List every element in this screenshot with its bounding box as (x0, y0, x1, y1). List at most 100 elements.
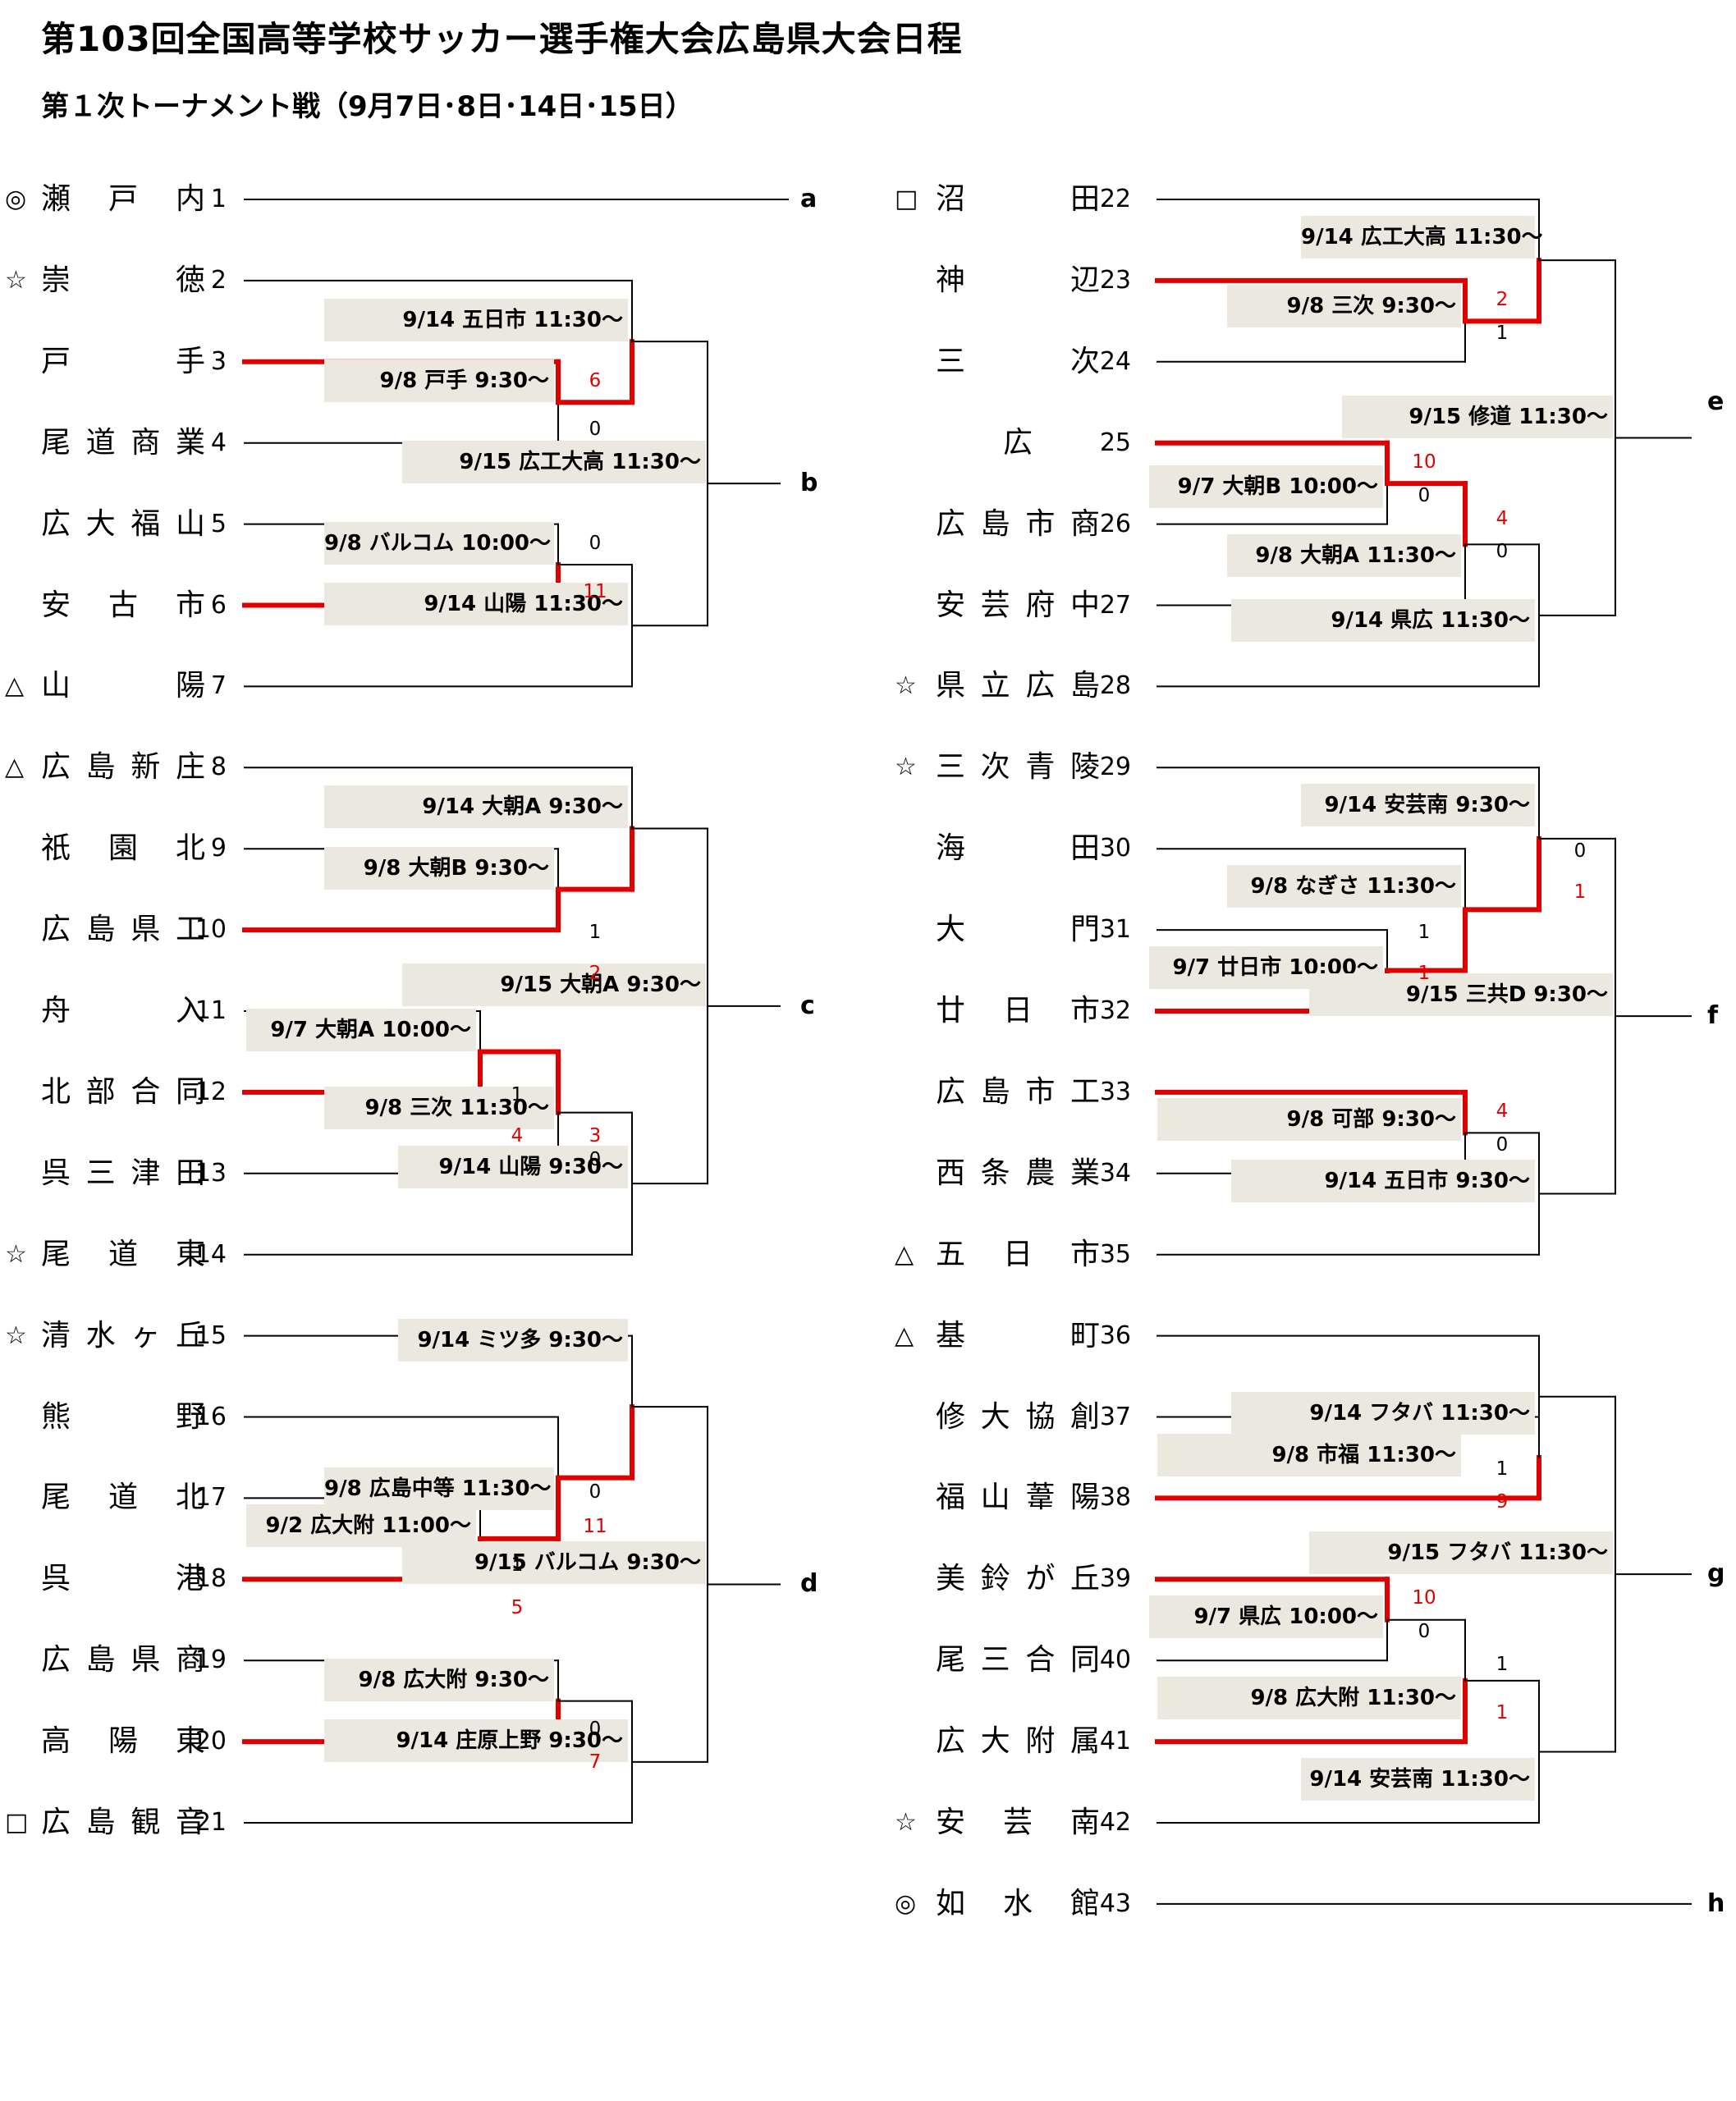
team-name: 安芸府中 (936, 588, 1100, 622)
team-name-char: 呉 (41, 1562, 71, 1596)
match-label: 9/14 五日市 11:30～ (324, 299, 628, 342)
match-label: 9/14 山陽 9:30～ (398, 1146, 628, 1189)
team-name: 神辺 (936, 263, 1100, 297)
team-mark: ☆ (5, 1321, 27, 1350)
team-name: 三次青陵 (936, 751, 1100, 784)
team-name-char: 大 (85, 506, 116, 541)
team-name-char: 五 (936, 1237, 966, 1271)
match-score: 1 (1573, 881, 1587, 904)
match-score: 0 (1573, 840, 1587, 863)
team-name: 西条農業 (936, 1156, 1100, 1190)
team-number: 25 (1099, 428, 1131, 457)
team-name: 尾道東 (41, 1238, 205, 1271)
team-number: 36 (1099, 1321, 1131, 1350)
team-name-char: 尾 (41, 1237, 71, 1271)
team-name: 福山葦陽 (936, 1481, 1100, 1514)
team-name-char: 次 (1070, 344, 1100, 378)
team-row (0, 1806, 1, 1839)
team-row (0, 1157, 1, 1190)
team-row (0, 995, 1, 1028)
team-number: 34 (1099, 1158, 1131, 1188)
match-label: 9/14 広工大高 11:30～ (1301, 216, 1543, 259)
team-name: 呉三津田 (41, 1156, 205, 1190)
bracket-slot: c (800, 991, 815, 1020)
team-mark: ◎ (895, 1888, 917, 1918)
team-name-char: 大 (980, 1399, 1010, 1434)
match-score: 0 (589, 1481, 602, 1504)
match-label: 9/8 広大附 11:30～ (1157, 1677, 1461, 1720)
team-name: 山陽 (41, 670, 205, 703)
team-name: 広島県商 (41, 1644, 205, 1677)
team-name-char: 山 (980, 1481, 1010, 1515)
team-name: 広島観音 (41, 1806, 205, 1839)
team-name: 北部合同 (41, 1074, 205, 1109)
team-name: 尾三合同 (936, 1644, 1100, 1677)
team-name-char: 尾 (41, 425, 71, 460)
team-name-char: 広 (41, 506, 71, 541)
team-name-char: 中 (1070, 588, 1100, 622)
match-label: 9/8 なぎさ 11:30～ (1227, 865, 1461, 909)
team-name-char: 合 (131, 1074, 161, 1109)
team-number: 43 (1099, 1888, 1131, 1918)
team-number: 3 (210, 346, 227, 376)
match-label: 9/14 フタバ 11:30～ (1231, 1391, 1535, 1435)
match-score: 3 (589, 1124, 602, 1147)
team-name-char: 福 (131, 506, 161, 541)
bracket-slot: d (800, 1569, 818, 1599)
team-number: 6 (210, 590, 227, 620)
team-name-char: 丘 (175, 1318, 205, 1353)
team-name-char: 海 (936, 831, 966, 866)
team-name: 呉港 (41, 1563, 205, 1595)
team-number: 28 (1099, 671, 1131, 701)
team-number: 33 (1099, 1077, 1131, 1106)
team-name-char: 県 (131, 1643, 161, 1678)
team-name-char: 崇 (41, 263, 71, 297)
team-name-char: 広 (41, 913, 71, 947)
team-number: 14 (195, 1239, 227, 1269)
team-mark: ☆ (895, 1808, 917, 1837)
team-name-char: 日 (1002, 994, 1033, 1028)
team-name-char: 島 (1070, 669, 1100, 703)
team-name-char: 広 (936, 506, 966, 541)
team-name-char: 熊 (41, 1399, 71, 1434)
team-name-char: 道 (108, 1237, 138, 1271)
team-number: 24 (1099, 346, 1131, 376)
match-score: 1 (1496, 1702, 1509, 1724)
match-score: 0 (1496, 540, 1509, 562)
page-subtitle: 第１次トーナメント戦（9月7日･8日･14日･15日） (41, 90, 694, 123)
team-name: 沼田 (936, 183, 1100, 216)
team-name-char: 芸 (980, 588, 1010, 622)
team-name-char: 基 (936, 1318, 966, 1353)
match-score: 4 (511, 1124, 524, 1147)
match-label: 9/7 大朝A 10:00～ (246, 1009, 476, 1052)
team-name-char: 修 (936, 1399, 966, 1434)
team-name: 瀬戸内 (41, 183, 205, 216)
team-name-char: 園 (108, 831, 138, 866)
team-name-char: 瀬 (41, 182, 71, 216)
team-name: 広島市工 (936, 1075, 1100, 1109)
team-name-char: 南 (1070, 1806, 1100, 1839)
team-name-char: 府 (1025, 588, 1056, 622)
team-name: 美鈴が丘 (936, 1563, 1100, 1595)
team-name-char: 合 (1025, 1643, 1056, 1678)
team-name-char: 安 (936, 1806, 966, 1839)
team-name-char: 山 (41, 669, 71, 703)
team-name-char: 三 (936, 750, 966, 785)
team-row (0, 1563, 1, 1595)
match-label: 9/8 三次 11:30～ (324, 1086, 554, 1129)
team-name-char: 陵 (1070, 750, 1100, 785)
match-score: 2 (589, 963, 602, 985)
page-title: 第103回全国高等学校サッカー選手権大会広島県大会日程 (41, 19, 963, 59)
team-row (0, 832, 1, 865)
team-name-char: 北 (175, 831, 205, 866)
team-name-char: 市 (1025, 506, 1056, 541)
team-row (0, 508, 1, 541)
team-mark: △ (895, 1239, 914, 1269)
team-name-char: 門 (1070, 913, 1100, 947)
team-name-char: 広 (1025, 669, 1056, 703)
match-score: 0 (1418, 484, 1431, 506)
team-name-char: 北 (41, 1074, 71, 1109)
team-name-char: 広 (41, 1643, 71, 1678)
team-number: 17 (195, 1483, 227, 1513)
team-name-char: 新 (131, 750, 161, 785)
